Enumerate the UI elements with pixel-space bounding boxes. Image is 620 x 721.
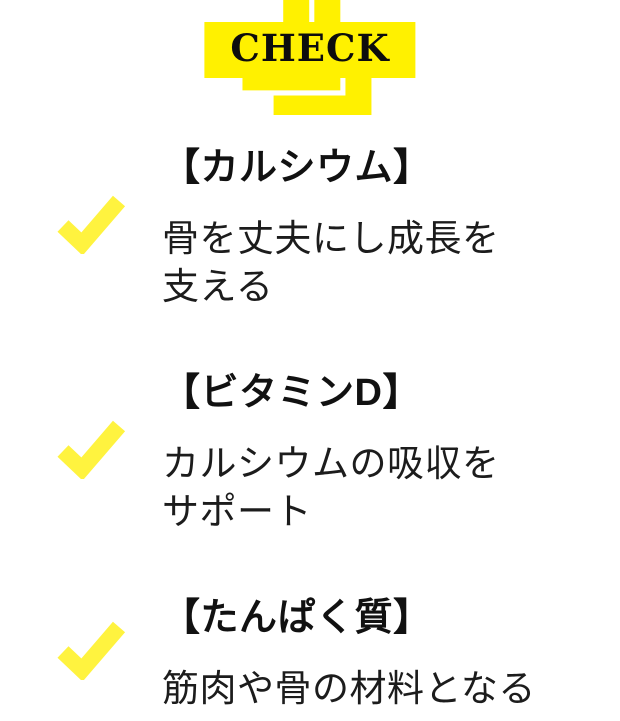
check-icon [57,420,126,479]
item-text: 【カルシウム】 骨を丈夫にし成長を 支える [162,136,500,311]
item-title: 【たんぱく質】 [162,597,432,640]
item-text: 【たんぱく質】 筋肉や骨の材料となる [162,586,536,713]
checklist-item: 【カルシウム】 骨を丈夫にし成長を 支える [56,136,600,311]
item-text: 【ビタミンD】 カルシウムの吸収を サポート [162,361,500,536]
item-body: 骨を丈夫にし成長を 支える [162,215,500,311]
item-title: 【ビタミンD】 [162,372,421,415]
item-title: 【カルシウム】 [162,147,432,189]
check-icon [57,621,126,680]
check-banner: CHECK [0,0,620,118]
item-body-line: サポート [162,491,312,533]
checklist: 【カルシウム】 骨を丈夫にし成長を 支える 【ビタミンD】 カルシウムの吸収を … [0,118,620,713]
item-body: カルシウムの吸収を サポート [162,440,500,536]
item-body-line: 支える [162,266,274,308]
item-body-line: 筋肉や骨の材料となる [162,668,536,710]
check-banner-label: CHECK [230,26,390,70]
checklist-item: 【たんぱく質】 筋肉や骨の材料となる [56,586,600,713]
item-body: 筋肉や骨の材料となる [162,665,536,713]
check-icon [57,195,126,254]
checklist-item: 【ビタミンD】 カルシウムの吸収を サポート [56,361,600,536]
item-body-line: カルシウムの吸収を [162,443,500,485]
item-body-line: 骨を丈夫にし成長を [162,218,500,259]
check-banner-box: CHECK [204,22,416,78]
